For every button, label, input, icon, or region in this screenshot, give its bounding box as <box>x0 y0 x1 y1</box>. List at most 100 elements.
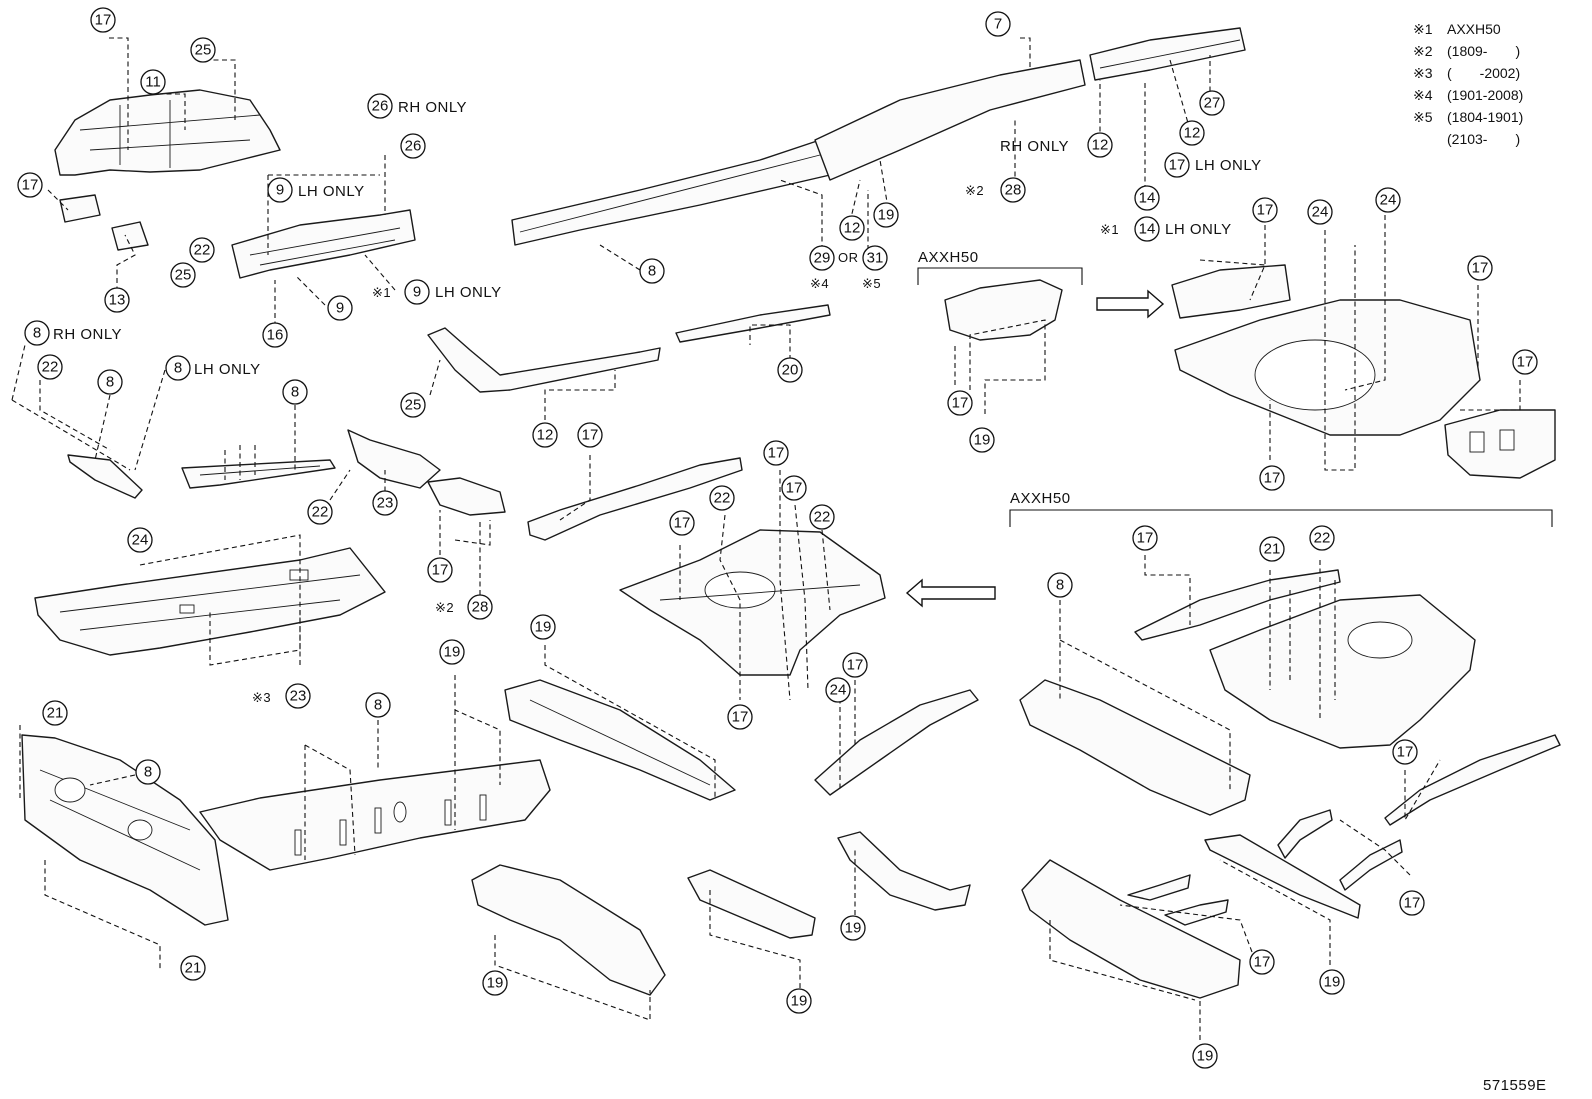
callout-19: 19 <box>873 202 899 228</box>
svg-text:14: 14 <box>1139 190 1156 207</box>
label-note2: ※2 <box>965 183 984 198</box>
svg-text:8: 8 <box>291 384 299 401</box>
callout-25: 25 <box>170 262 196 288</box>
label-lh-only: LH ONLY <box>298 183 365 200</box>
note-mark: ※2 <box>1413 43 1433 59</box>
part-rear-crossmember-axxh50 <box>944 279 1063 341</box>
label-note2: ※2 <box>435 600 454 615</box>
callout-8: 8 <box>97 369 123 395</box>
callout-17: 17 <box>1249 949 1275 975</box>
svg-text:14: 14 <box>1139 221 1156 238</box>
part-bracket-22-23 <box>347 429 506 516</box>
svg-text:21: 21 <box>1264 541 1281 558</box>
callout-17: 17 <box>1467 255 1493 281</box>
svg-text:17: 17 <box>847 657 864 674</box>
label-lh-only: LH ONLY <box>1165 221 1232 238</box>
svg-text:19: 19 <box>535 619 552 636</box>
svg-text:25: 25 <box>405 397 422 414</box>
part-cowl-side-upper <box>231 209 416 279</box>
callout-17: 17 <box>90 7 116 33</box>
callout-31: 31 <box>862 245 888 271</box>
svg-text:23: 23 <box>377 495 394 512</box>
callout-14: 14 <box>1134 216 1160 242</box>
part-rear-crossmember-19 <box>1021 859 1241 999</box>
callout-25: 25 <box>190 37 216 63</box>
svg-text:8: 8 <box>374 697 382 714</box>
note-text: (1901-2008) <box>1447 87 1523 103</box>
callout-17: 17 <box>669 510 695 536</box>
callout-22: 22 <box>307 499 333 525</box>
callout-25: 25 <box>400 392 426 418</box>
svg-text:17: 17 <box>1257 202 1274 219</box>
svg-text:17: 17 <box>732 709 749 726</box>
svg-text:19: 19 <box>791 993 808 1010</box>
part-rear-floor-center <box>619 529 886 676</box>
callout-8: 8 <box>365 692 391 718</box>
callout-17: 17 <box>727 704 753 730</box>
callout-8: 8 <box>165 355 191 381</box>
callout-8: 8 <box>135 759 161 785</box>
svg-text:25: 25 <box>195 42 212 59</box>
svg-text:22: 22 <box>194 242 211 259</box>
callout-24: 24 <box>1375 187 1401 213</box>
label-or: OR <box>838 250 859 265</box>
svg-text:11: 11 <box>145 74 161 91</box>
callout-14: 14 <box>1134 185 1160 211</box>
svg-text:21: 21 <box>185 960 202 977</box>
axxh50-bracket-lower <box>1009 509 1553 527</box>
svg-text:13: 13 <box>109 292 126 309</box>
label-lh-only: LH ONLY <box>1195 157 1262 174</box>
part-rear-floor-pan <box>1171 264 1556 479</box>
svg-text:16: 16 <box>267 327 284 344</box>
callout-9: 9 <box>404 279 430 305</box>
svg-text:17: 17 <box>1517 354 1534 371</box>
callout-19: 19 <box>840 915 866 941</box>
svg-text:17: 17 <box>1254 954 1271 971</box>
callout-12: 12 <box>839 215 865 241</box>
part-center-floor-8 <box>199 759 551 871</box>
svg-text:7: 7 <box>994 16 1002 33</box>
svg-text:26: 26 <box>405 138 422 155</box>
svg-text:17: 17 <box>786 480 803 497</box>
svg-text:17: 17 <box>1137 530 1154 547</box>
callout-17: 17 <box>1512 349 1538 375</box>
note-mark: ※1 <box>1413 21 1433 37</box>
callout-23: 23 <box>372 490 398 516</box>
svg-text:12: 12 <box>1092 137 1109 154</box>
callout-17: 17 <box>577 422 603 448</box>
svg-text:24: 24 <box>1312 204 1329 221</box>
svg-text:17: 17 <box>1169 157 1186 174</box>
callout-20: 20 <box>777 357 803 383</box>
arrow-left-icon <box>905 578 996 608</box>
svg-text:22: 22 <box>814 509 831 526</box>
svg-text:19: 19 <box>974 432 991 449</box>
callout-17: 17 <box>1259 465 1285 491</box>
callout-12: 12 <box>1179 120 1205 146</box>
notes-legend: ※1 AXXH50 ※2 (1809- ) ※3 ( -2002) ※4 (19… <box>1413 21 1523 147</box>
part-floor-side-8 <box>181 459 336 489</box>
callout-11: 11 <box>140 69 166 95</box>
svg-text:19: 19 <box>444 644 461 661</box>
svg-text:29: 29 <box>814 250 831 267</box>
part-rear-member-17-right <box>1384 734 1561 826</box>
svg-text:12: 12 <box>844 220 861 237</box>
callout-22: 22 <box>709 485 735 511</box>
svg-text:19: 19 <box>1324 974 1341 991</box>
part-side-member-19-bottom <box>471 864 666 996</box>
note-text: (1804-1901) <box>1447 109 1523 125</box>
callout-17: 17 <box>763 440 789 466</box>
svg-text:22: 22 <box>312 504 329 521</box>
callout-19: 19 <box>969 427 995 453</box>
callout-19: 19 <box>439 639 465 665</box>
callout-28: 28 <box>467 594 493 620</box>
arrow-right-icon <box>1096 289 1165 319</box>
callout-16: 16 <box>262 322 288 348</box>
part-member-17-12 <box>527 457 743 541</box>
svg-text:12: 12 <box>1184 125 1201 142</box>
callout-17: 17 <box>1392 739 1418 765</box>
part-rocker-25-12 <box>427 327 661 393</box>
svg-text:9: 9 <box>276 182 284 199</box>
callout-8: 8 <box>282 379 308 405</box>
label-lh-only: LH ONLY <box>435 284 502 301</box>
